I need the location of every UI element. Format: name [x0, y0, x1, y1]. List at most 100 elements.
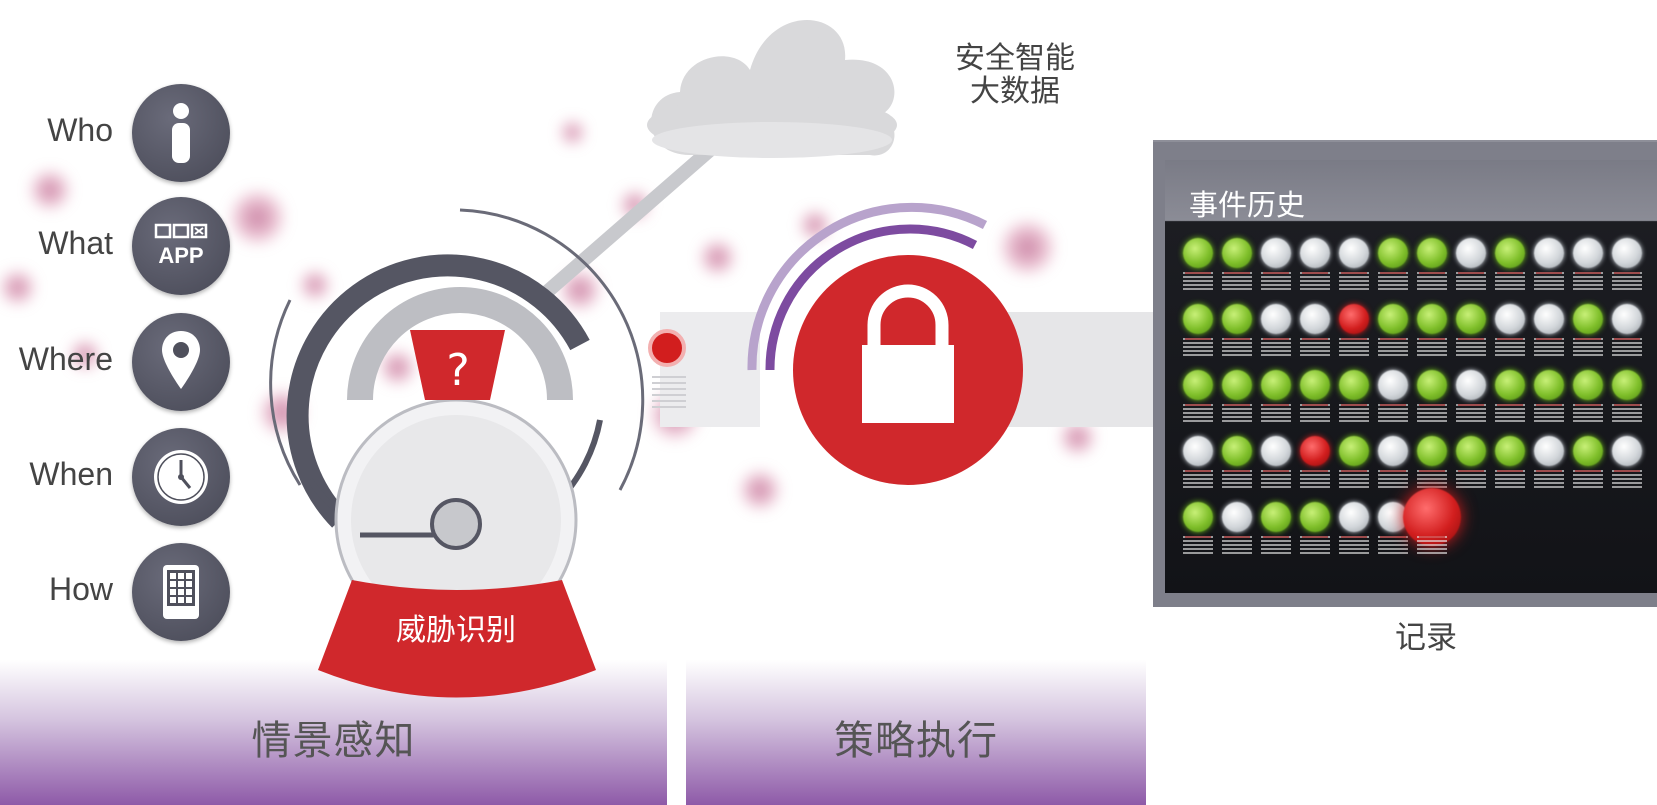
- event-status-dot: [1300, 238, 1330, 268]
- app-badge-text: APP: [158, 243, 203, 268]
- keypad-device-icon: [132, 543, 230, 641]
- context-awareness-label: 情景感知: [251, 718, 416, 764]
- event-history-panel: 事件历史: [1153, 140, 1657, 607]
- event-status-dot: [1456, 238, 1486, 268]
- event-dot-label: [1261, 404, 1291, 422]
- event-status-dot: [1339, 238, 1369, 268]
- event-dot-label: [1417, 404, 1447, 422]
- policy-enforcement-band: 策略执行: [686, 660, 1146, 805]
- event-dot-label: [1339, 338, 1369, 356]
- event-dot-label: [1300, 272, 1330, 290]
- event-status-dot: [1534, 304, 1564, 334]
- event-dot-label: [1183, 536, 1213, 554]
- event-dot-label: [1183, 272, 1213, 290]
- event-status-dot: [1261, 436, 1291, 466]
- gauge-to-lock-band: [660, 312, 760, 427]
- event-dot-label: [1222, 338, 1252, 356]
- event-dot-label: [1378, 338, 1408, 356]
- event-status-dot: [1456, 436, 1486, 466]
- event-dot-label: [1534, 470, 1564, 488]
- event-status-dot: [1495, 436, 1525, 466]
- event-status-dot: [1339, 502, 1369, 532]
- event-status-dot: [1222, 436, 1252, 466]
- event-status-dot: [1534, 370, 1564, 400]
- event-status-dot: [1534, 436, 1564, 466]
- event-status-dot: [1300, 436, 1330, 466]
- event-status-dot: [1417, 370, 1447, 400]
- event-status-dot: [1495, 238, 1525, 268]
- threat-gauge: ? 威胁识别: [269, 208, 645, 698]
- event-status-dot: [1261, 238, 1291, 268]
- cloud-icon: [647, 20, 897, 158]
- event-dot-label: [1300, 404, 1330, 422]
- alert-indicator: [648, 329, 686, 367]
- event-dot-label: [1183, 338, 1213, 356]
- event-status-dot: [1417, 304, 1447, 334]
- lock-to-panel-band: [1000, 312, 1155, 427]
- event-dot-label: [1456, 404, 1486, 422]
- event-dot-label: [1300, 338, 1330, 356]
- who-row: Who: [0, 84, 230, 184]
- event-dot-label: [1222, 272, 1252, 290]
- event-status-dot: [1261, 304, 1291, 334]
- event-dot-label: [1222, 536, 1252, 554]
- event-status-dot: [1456, 304, 1486, 334]
- event-dot-label: [1378, 470, 1408, 488]
- event-status-dot: [1183, 304, 1213, 334]
- when-label: When: [29, 456, 113, 492]
- how-row: How: [0, 543, 230, 643]
- event-dot-label: [1456, 272, 1486, 290]
- event-dot-label: [1612, 404, 1642, 422]
- context-awareness-band: 情景感知: [0, 660, 667, 805]
- event-status-dot: [1495, 304, 1525, 334]
- question-icon: ?: [446, 345, 469, 396]
- event-status-dot: [1612, 370, 1642, 400]
- event-dot-label: [1534, 272, 1564, 290]
- cloud-title: 安全智能 大数据: [935, 42, 1095, 108]
- event-dot-label: [1456, 470, 1486, 488]
- event-status-dot: [1339, 436, 1369, 466]
- event-status-dot: [1261, 502, 1291, 532]
- event-dot-label: [1339, 272, 1369, 290]
- event-status-dot: [1183, 238, 1213, 268]
- cloud-title-line1: 安全智能: [955, 41, 1075, 76]
- event-dot-label: [1612, 272, 1642, 290]
- event-status-dot: [1222, 238, 1252, 268]
- event-status-dot: [1222, 502, 1252, 532]
- event-dot-label: [1222, 404, 1252, 422]
- person-icon: [132, 84, 230, 182]
- event-status-dot: [1573, 370, 1603, 400]
- event-dot-label: [1573, 404, 1603, 422]
- event-status-dot: [1573, 238, 1603, 268]
- event-dot-label: [1261, 272, 1291, 290]
- where-row: Where: [0, 313, 230, 413]
- event-status-dot: [1300, 370, 1330, 400]
- event-dot-label: [1534, 338, 1564, 356]
- where-label: Where: [18, 341, 113, 377]
- event-dot-label: [1339, 536, 1369, 554]
- event-status-dot: [1183, 436, 1213, 466]
- event-status-dot: [1378, 238, 1408, 268]
- alert-indicator-label: [652, 376, 686, 408]
- threat-identification-label: 威胁识别: [396, 613, 516, 648]
- question-pad: [410, 330, 505, 400]
- event-status-dot: [1573, 304, 1603, 334]
- event-dot-label: [1612, 470, 1642, 488]
- event-dot-label: [1261, 338, 1291, 356]
- event-status-dot: [1417, 436, 1447, 466]
- event-dot-label: [1378, 536, 1408, 554]
- event-dot-label: [1417, 470, 1447, 488]
- what-label: What: [38, 225, 113, 261]
- event-status-dot: [1612, 304, 1642, 334]
- event-status-dot: [1456, 370, 1486, 400]
- event-status-dot: [1222, 304, 1252, 334]
- event-dot-label: [1261, 470, 1291, 488]
- cloud-title-line2: 大数据: [970, 74, 1060, 109]
- event-dot-label: [1573, 470, 1603, 488]
- event-dot-label: [1534, 404, 1564, 422]
- event-status-dot: [1222, 370, 1252, 400]
- event-history-title: 事件历史: [1189, 188, 1306, 222]
- padlock-icon: [747, 202, 1023, 485]
